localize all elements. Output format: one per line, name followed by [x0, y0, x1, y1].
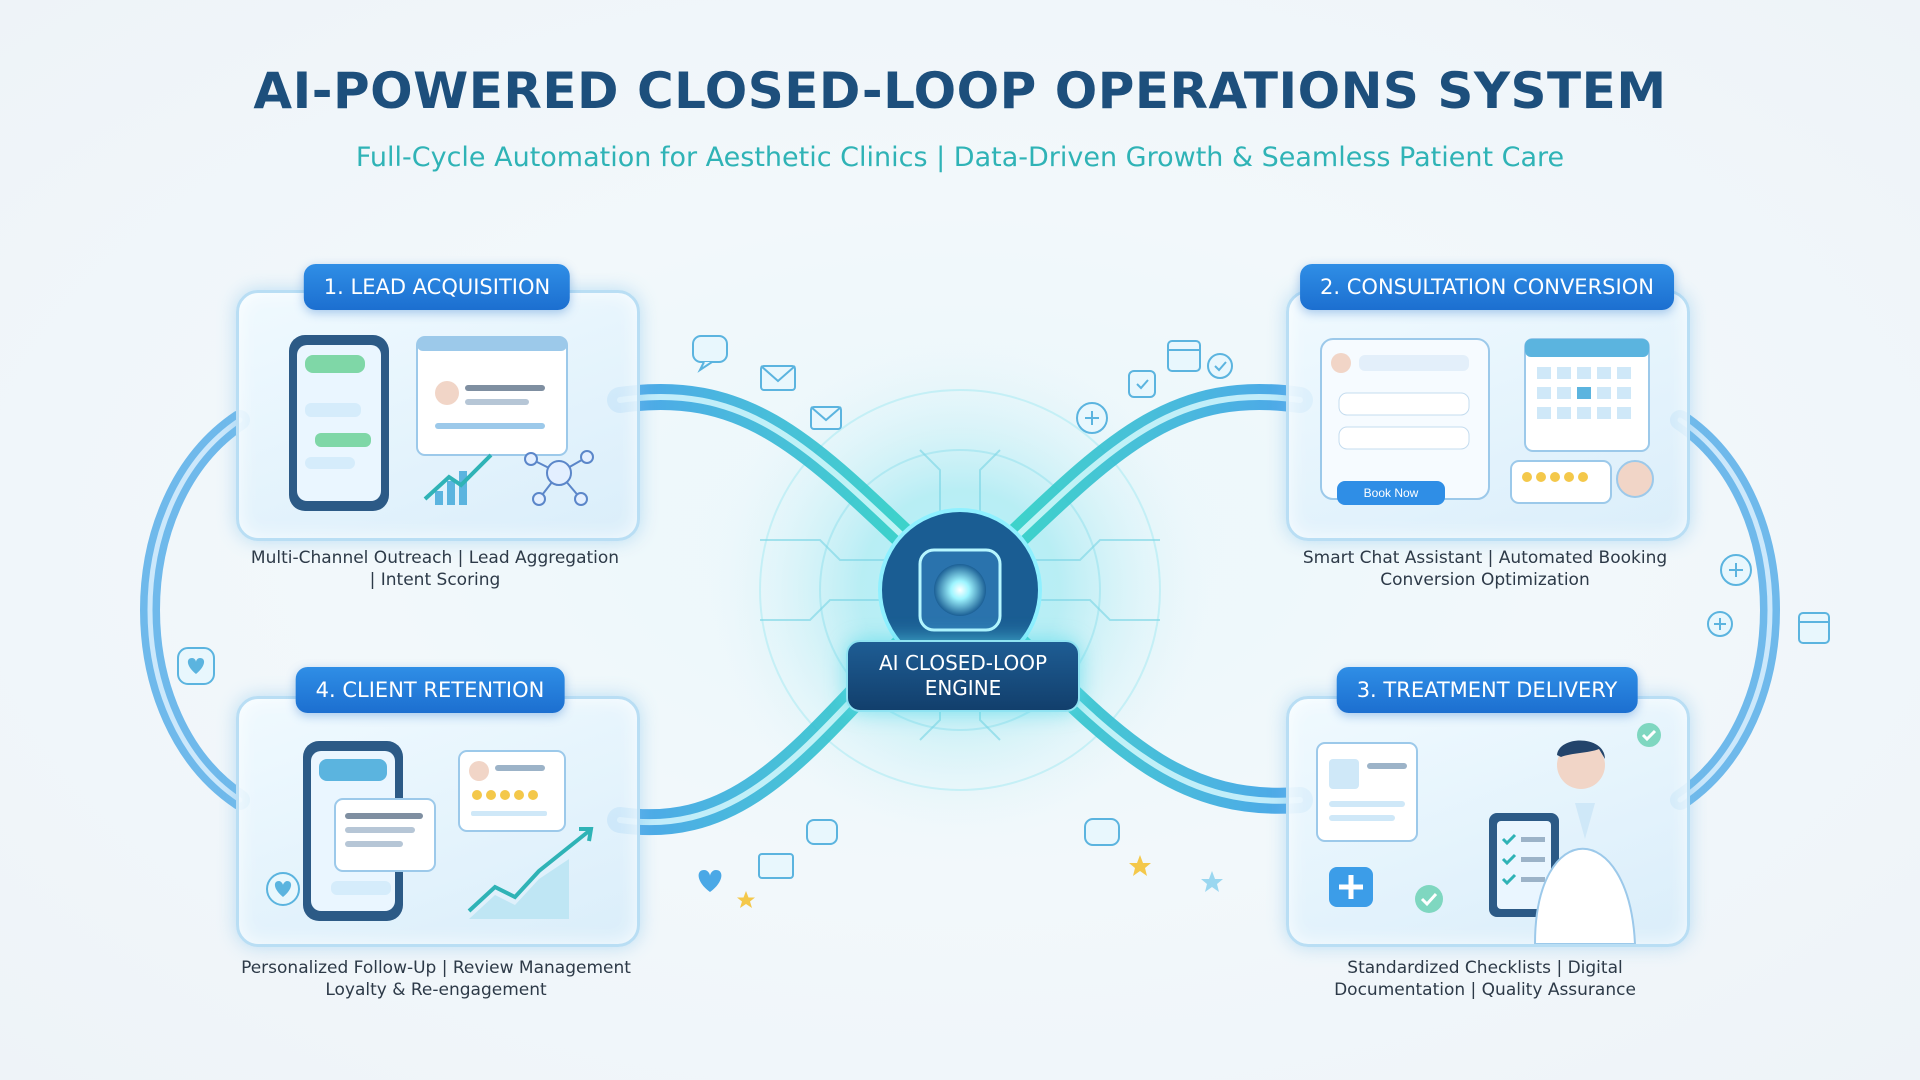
phone-icon [289, 335, 389, 511]
stage-desc-line: Standardized Checklists | Digital [1347, 958, 1623, 978]
chat-bubble-icon [1084, 818, 1120, 846]
medical-kit-icon [1329, 867, 1373, 907]
retention-illustration [266, 741, 594, 921]
stage-desc-lead-acquisition: Multi-Channel Outreach | Lead Aggregatio… [235, 547, 635, 591]
page-title: AI-POWERED CLOSED-LOOP OPERATIONS SYSTEM [253, 62, 1667, 120]
chat-bubble-icon [692, 335, 728, 373]
envelope-icon [810, 406, 842, 430]
heart-icon [266, 872, 300, 906]
plus-icon [1076, 402, 1108, 434]
stage-badge-treatment-delivery: 3. TREATMENT DELIVERY [1336, 667, 1638, 713]
checkmark-icon [1637, 723, 1661, 747]
stage-desc-line: Smart Chat Assistant | Automated Booking [1302, 548, 1668, 568]
envelope-icon [760, 365, 796, 391]
doctor-icon [1533, 740, 1637, 944]
review-card [1510, 460, 1654, 504]
checkmark-icon [1207, 353, 1233, 379]
page-subtitle: Full-Cycle Automation for Aesthetic Clin… [355, 142, 1565, 173]
calendar-icon [1798, 612, 1830, 644]
message-card [334, 798, 436, 872]
star-icon [1129, 855, 1151, 876]
stage-card-client-retention [236, 696, 640, 947]
engine-core-light [934, 564, 986, 616]
stage-card-lead-acquisition [236, 290, 640, 541]
heart-icon [177, 647, 215, 685]
stage-desc-line: Loyalty & Re-engagement [325, 980, 547, 1000]
consultation-illustration [1320, 338, 1654, 504]
network-icon [524, 450, 594, 506]
lead-acquisition-illustration [289, 335, 594, 511]
browser-window [416, 336, 568, 456]
stage-desc-consultation-conversion: Smart Chat Assistant | Automated Booking… [1285, 547, 1685, 591]
stage-card-consultation-conversion: Book Now [1286, 290, 1690, 541]
stage-desc-line: Conversion Optimization [1380, 570, 1590, 590]
stage-desc-line: Multi-Channel Outreach | Lead Aggregatio… [250, 548, 620, 568]
stage-desc-line: | Intent Scoring [369, 570, 501, 590]
plus-icon [1720, 554, 1752, 586]
chart-up-icon [467, 827, 594, 919]
chat-panel [1320, 338, 1490, 500]
book-now-button[interactable]: Book Now [1337, 481, 1445, 505]
engine-label: AI CLOSED-LOOP ENGINE [846, 640, 1080, 712]
review-card [458, 750, 566, 832]
stage-desc-line: Personalized Follow-Up | Review Manageme… [241, 958, 631, 978]
checkmark-icon [1128, 370, 1156, 398]
star-icon [737, 891, 755, 908]
circuit-lines [760, 449, 1160, 741]
engine-label-line: AI CLOSED-LOOP [879, 651, 1047, 675]
engine-ring-mid [819, 449, 1101, 731]
calendar-icon [1167, 340, 1201, 372]
heart-icon [698, 870, 722, 892]
engine-label-line: ENGINE [924, 676, 1002, 700]
chat-bubble-icon [806, 819, 838, 845]
stage-desc-client-retention: Personalized Follow-Up | Review Manageme… [236, 957, 636, 1001]
stage-desc-line: Documentation | Quality Assurance [1334, 980, 1636, 1000]
stage-badge-consultation-conversion: 2. CONSULTATION CONVERSION [1300, 264, 1674, 310]
checkmark-icon [1415, 885, 1443, 913]
patient-record-card [1316, 742, 1418, 842]
chart-up-icon [423, 453, 493, 505]
treatment-illustration [1316, 723, 1661, 944]
stage-desc-treatment-delivery: Standardized Checklists | Digital Docume… [1285, 957, 1685, 1001]
engine-ring-outer [759, 389, 1161, 791]
star-icon [1201, 871, 1223, 892]
stage-badge-client-retention: 4. CLIENT RETENTION [295, 667, 565, 713]
plus-icon [1707, 611, 1733, 637]
stage-card-treatment-delivery [1286, 696, 1690, 947]
stage-badge-lead-acquisition: 1. LEAD ACQUISITION [303, 264, 571, 310]
calendar-icon [1524, 338, 1650, 452]
envelope-icon [758, 853, 794, 879]
